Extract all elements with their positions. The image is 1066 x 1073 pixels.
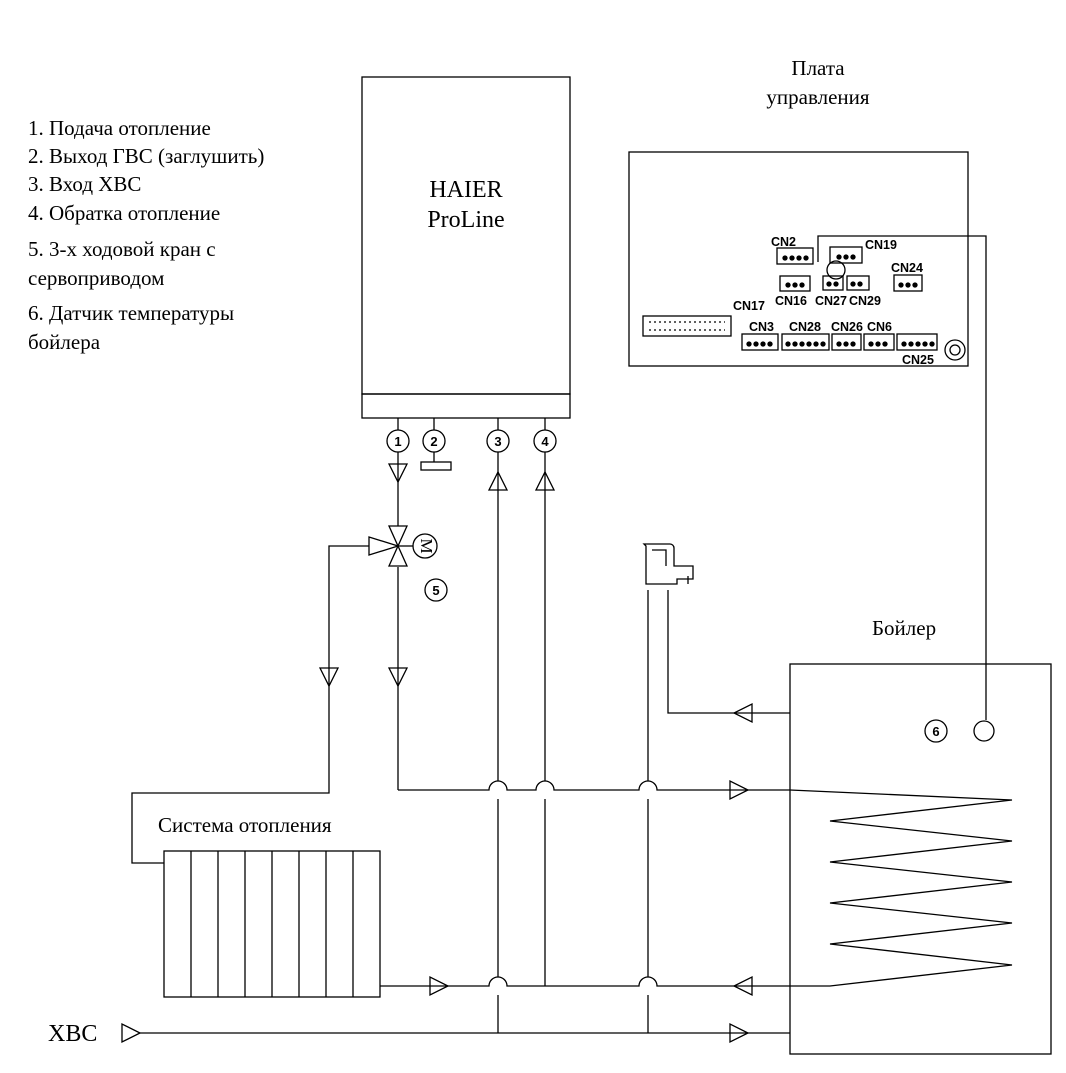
connector-cn27: [822, 275, 844, 291]
arrow-left: [732, 702, 753, 724]
label-cn2: CN2: [771, 235, 796, 249]
connector-cn24: [893, 274, 923, 292]
legend-item-5: 5. 3-х ходовой кран с: [28, 237, 216, 261]
boiler-model: ProLine: [427, 207, 504, 233]
connector-cn25: [896, 333, 938, 351]
label-cn25: CN25: [902, 353, 934, 367]
valve-top: [387, 525, 409, 548]
arrow-right: [429, 975, 450, 997]
tank-coil: [789, 789, 1013, 987]
cn17-pins: [649, 321, 725, 331]
connector-pins: [746, 254, 935, 347]
valve-number-circle: [424, 578, 448, 602]
control-board-outline: [628, 151, 969, 367]
hot-water-tank: Бойлер 6: [789, 616, 1052, 1055]
legend-item-5-cont: сервоприводом: [28, 266, 164, 290]
legend: 1. Подача отопление 2. Выход ГВС (заглуш…: [28, 116, 264, 354]
label-cn28: CN28: [789, 320, 821, 334]
connector-cn17: [642, 315, 732, 337]
legend-item-6: 6. Датчик температуры: [28, 301, 234, 325]
legend-item-2: 2. Выход ГВС (заглушить): [28, 144, 264, 168]
connector-cn6: [863, 333, 895, 351]
label-cn29: CN29: [849, 294, 881, 308]
control-board-title-2: управления: [766, 85, 869, 109]
connector-cn3: [741, 333, 779, 351]
label-cn24: CN24: [891, 261, 923, 275]
servo-motor: [412, 533, 438, 559]
legend-item-4: 4. Обратка отопление: [28, 201, 220, 225]
port-3-number: 3: [494, 434, 501, 449]
connector-cn28: [781, 333, 830, 351]
board-mount-hole: [944, 339, 966, 361]
motor-label: M: [417, 538, 436, 553]
hot-water-tap-icon: [642, 543, 694, 585]
heating-system-label: Система отопления: [158, 813, 332, 837]
connector-cn19: [829, 246, 863, 264]
arrow-up: [534, 470, 556, 491]
tank-label: Бойлер: [872, 616, 936, 640]
control-board-title-1: Плата: [791, 56, 845, 80]
cold-water-inlet-arrow: [121, 1022, 142, 1044]
connector-cn29: [846, 275, 870, 291]
arrow-down: [387, 667, 409, 688]
arrow-down: [387, 463, 409, 484]
label-cn6: CN6: [867, 320, 892, 334]
board-component: [826, 260, 846, 280]
valve-number: 5: [432, 583, 439, 598]
cold-water-label: ХВС: [48, 1021, 97, 1047]
sensor-number: 6: [932, 724, 939, 739]
label-cn17: CN17: [733, 299, 765, 313]
tank-body: [789, 663, 1052, 1055]
board-mount-hole-inner: [949, 344, 961, 356]
boiler-unit: HAIER ProLine: [361, 76, 571, 419]
temperature-sensor: [973, 720, 995, 742]
boiler-brand: HAIER: [429, 177, 502, 203]
port-4-number: 4: [541, 434, 549, 449]
connector-cn2: [776, 247, 814, 265]
radiator: Система отопления: [158, 813, 381, 998]
arrow-right: [729, 1022, 750, 1044]
boiler-unit-body: [361, 76, 571, 395]
pipes: [131, 452, 790, 1034]
sensor-number-circle: [924, 719, 948, 743]
valve-side: [368, 536, 401, 556]
three-way-valve: M 5: [368, 525, 448, 602]
legend-item-1: 1. Подача отопление: [28, 116, 211, 140]
valve-bottom: [387, 544, 409, 567]
label-cn3: CN3: [749, 320, 774, 334]
control-board: Плата управления: [628, 56, 987, 720]
connector-cn16: [779, 275, 811, 292]
ports: 1 2 3 4: [386, 418, 557, 471]
arrow-left: [732, 975, 753, 997]
arrow-right: [729, 779, 750, 801]
connector-cn26: [831, 333, 862, 351]
sensor-wire: [817, 235, 987, 720]
arrow-down: [318, 667, 340, 688]
label-cn26: CN26: [831, 320, 863, 334]
legend-item-6-cont: бойлера: [28, 330, 101, 354]
label-cn19: CN19: [865, 238, 897, 252]
label-cn16: CN16: [775, 294, 807, 308]
legend-item-3: 3. Вход ХВС: [28, 172, 141, 196]
port-2-number: 2: [430, 434, 437, 449]
boiler-unit-bottom-panel: [361, 393, 571, 419]
port-2-plug: [420, 461, 452, 471]
arrow-up: [487, 470, 509, 491]
label-cn27: CN27: [815, 294, 847, 308]
flow-arrows: [121, 463, 753, 1044]
port-1-number: 1: [394, 434, 401, 449]
